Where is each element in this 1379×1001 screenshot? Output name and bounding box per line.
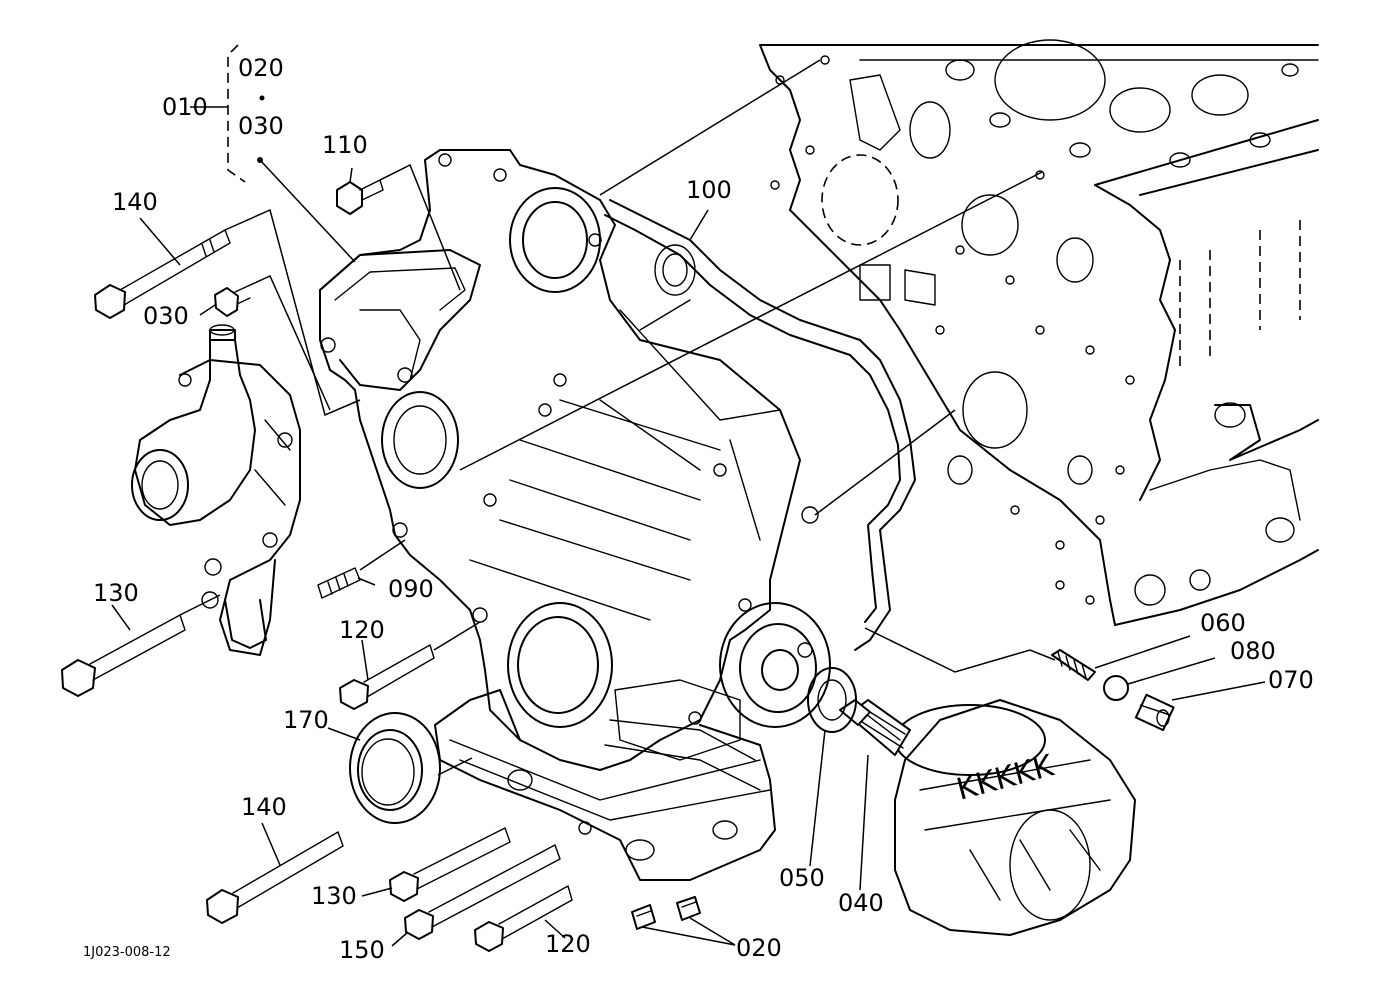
bolt-150 — [404, 844, 561, 940]
label-060: 060 — [1200, 609, 1246, 637]
bolt-120-lower — [474, 885, 573, 952]
oil-filter: KKKKK — [894, 699, 1136, 936]
label-100: 100 — [686, 176, 732, 204]
part-labels: 010 020 030 110 140 030 100 130 090 120 … — [83, 54, 1314, 964]
label-070: 070 — [1268, 666, 1314, 694]
leader-lines — [111, 44, 1266, 947]
filter-stud-040 — [839, 699, 911, 756]
bolt-130-upper — [61, 614, 186, 697]
plugs-020 — [631, 896, 701, 930]
oring-050 — [807, 667, 857, 733]
label-050: 050 — [779, 864, 825, 892]
engine-block — [759, 39, 1319, 626]
label-150: 150 — [339, 936, 385, 964]
bolt-140-lower — [206, 831, 344, 924]
bolt-130-lower — [389, 827, 511, 902]
label-030-top: 030 — [238, 112, 284, 140]
label-170: 170 — [283, 706, 329, 734]
gear-case — [319, 149, 831, 881]
label-140-upper: 140 — [112, 188, 158, 216]
label-110: 110 — [322, 131, 368, 159]
diagram-reference-code: 1J023-008-12 — [83, 945, 171, 960]
label-130-lower: 130 — [311, 882, 357, 910]
label-010: 010 — [162, 93, 208, 121]
stud-090 — [317, 567, 361, 599]
gasket-100 — [604, 199, 916, 651]
label-030: 030 — [143, 302, 189, 330]
label-130-upper: 130 — [93, 579, 139, 607]
relief-valve-parts — [1051, 649, 1175, 732]
label-120-upper: 120 — [339, 616, 385, 644]
label-080: 080 — [1230, 637, 1276, 665]
oil-seal-170 — [349, 712, 441, 824]
label-040: 040 — [838, 889, 884, 917]
filter-brand-marking: KKKKK — [953, 748, 1058, 808]
label-120-lower: 120 — [545, 930, 591, 958]
water-pump-010 — [131, 324, 301, 656]
bolt-140-upper — [94, 229, 231, 319]
label-020: 020 — [238, 54, 284, 82]
bolt-110 — [336, 179, 384, 215]
label-020-lower: 020 — [736, 934, 782, 962]
label-140-lower: 140 — [241, 793, 287, 821]
bolt-030 — [214, 285, 251, 317]
label-090: 090 — [388, 575, 434, 603]
bolt-120-upper — [339, 644, 435, 710]
